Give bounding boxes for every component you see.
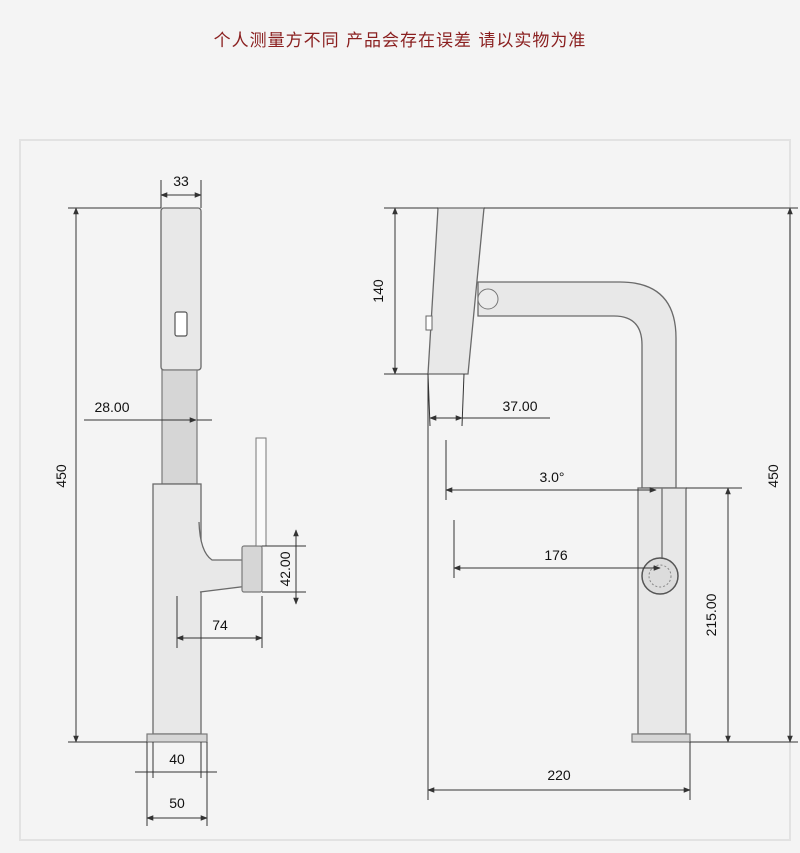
side-spout <box>477 281 677 489</box>
dim-head-width: 33 <box>173 173 189 189</box>
dim-tilt-angle: 3.0° <box>539 469 564 485</box>
spout-joint-icon <box>477 288 499 310</box>
front-spray-head <box>160 207 202 371</box>
dim-side-head-width: 37.00 <box>502 398 537 414</box>
front-handle-arm <box>198 521 249 593</box>
measurement-notice: 个人测量方不同 产品会存在误差 请以实物为准 <box>213 31 587 51</box>
side-handle-knob-icon <box>641 557 679 595</box>
dim-body-width: 40 <box>169 751 185 767</box>
front-handle-knob <box>241 545 263 593</box>
side-spray-head <box>427 207 485 375</box>
side-base <box>631 733 691 743</box>
side-view: 140 37.00 3.0° 176 215.00 450 <box>370 207 798 800</box>
front-view: 33 450 28.00 42.00 74 40 <box>53 173 306 826</box>
dim-total-width: 220 <box>547 767 571 783</box>
front-lever <box>255 437 267 547</box>
dim-handle-diameter: 42.00 <box>277 551 293 586</box>
dim-front-total-height: 450 <box>53 464 69 488</box>
dim-handle-length: 74 <box>212 617 228 633</box>
side-spray-button-icon <box>425 315 433 331</box>
dim-hose-diameter: 28.00 <box>94 399 129 415</box>
front-base <box>146 733 208 743</box>
dim-head-height: 140 <box>370 279 386 303</box>
dim-body-height: 215.00 <box>703 593 719 636</box>
dim-spout-reach: 176 <box>544 547 568 563</box>
dim-base-width: 50 <box>169 795 185 811</box>
front-hose <box>161 369 198 485</box>
spray-button-icon <box>174 311 188 337</box>
dim-side-total-height: 450 <box>765 464 781 488</box>
